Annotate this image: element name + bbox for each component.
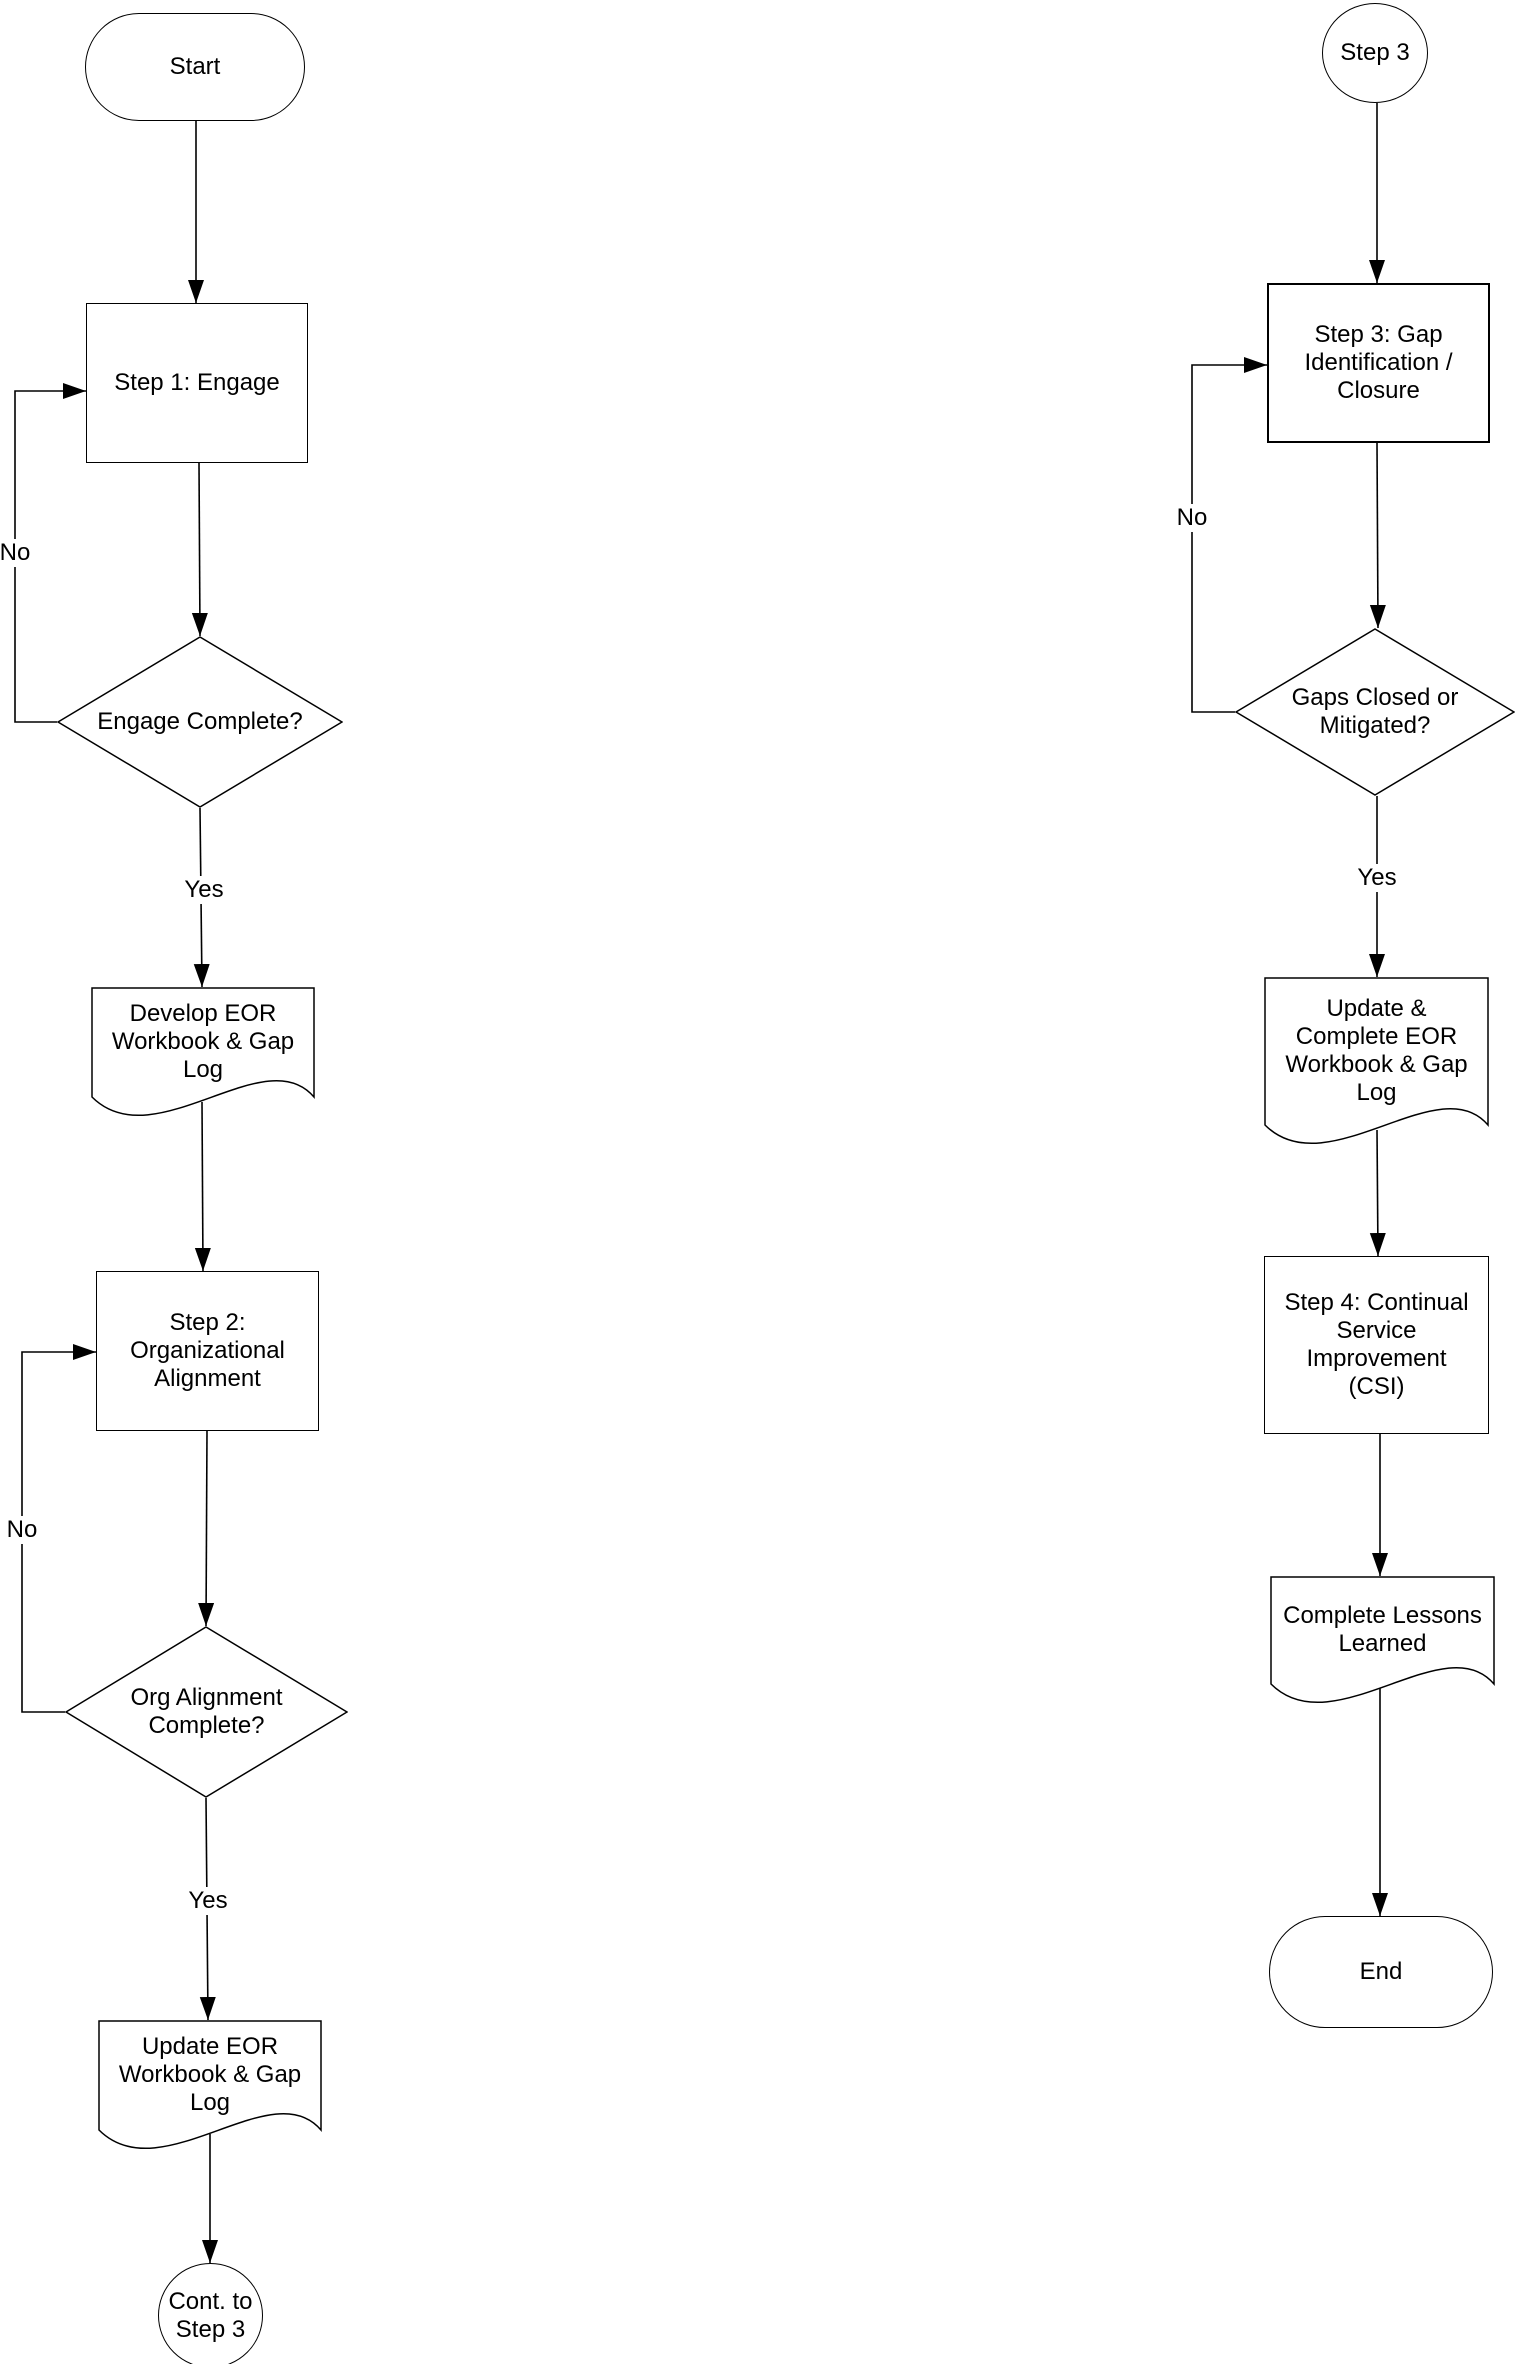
- complete-lessons-label: Complete Lessons Learned: [1283, 1602, 1482, 1657]
- decision-diamond-shape: [57, 636, 343, 808]
- update-eor-label: Update EOR Workbook & Gap Log: [118, 2033, 302, 2116]
- step3-connector-label: Step 3: [1340, 39, 1410, 66]
- engage-complete-decision: Engage Complete?: [57, 636, 343, 808]
- step2-process-box: Step 2: Organizational Alignment: [96, 1271, 319, 1431]
- update-complete-eor-label: Update & Complete EOR Workbook & Gap Log: [1285, 995, 1468, 1106]
- document-shape: [98, 2020, 322, 2150]
- edge-no-loop-gaps: [1191, 357, 1267, 713]
- document-shape: [1270, 1576, 1495, 1704]
- document-shape: [1264, 977, 1489, 1145]
- end-terminator: End: [1269, 1916, 1493, 2028]
- update-eor-workbook-document: Update EOR Workbook & Gap Log: [98, 2020, 322, 2160]
- edge-step2-to-org-decision: [198, 1430, 215, 1627]
- edge-label-no-gaps: No: [1168, 504, 1216, 532]
- step1-process-box: Step 1: Engage: [86, 303, 308, 463]
- develop-eor-label: Develop EOR Workbook & Gap Log: [111, 1000, 295, 1083]
- document-shape: [91, 987, 315, 1117]
- start-label: Start: [169, 53, 221, 80]
- decision-diamond-shape: [1235, 628, 1515, 796]
- edge-label-yes-gaps: Yes: [1345, 864, 1409, 892]
- edge-label-yes-engage: Yes: [172, 876, 236, 904]
- start-terminator: Start: [85, 13, 305, 121]
- edge-step3-to-gaps-decision: [1369, 442, 1386, 629]
- gaps-closed-label: Gaps Closed or Mitigated?: [1291, 684, 1459, 739]
- decision-diamond-shape: [65, 1626, 348, 1798]
- step4-label: Step 4: Continual Service Improvement (C…: [1284, 1289, 1469, 1400]
- edge-label-no-org: No: [0, 1516, 45, 1544]
- cont-to-step3-label: Cont. to Step 3: [168, 2287, 253, 2343]
- step3-label: Step 3: Gap Identification / Closure: [1304, 321, 1453, 404]
- update-complete-eor-document: Update & Complete EOR Workbook & Gap Log: [1264, 977, 1489, 1155]
- step3-process-box: Step 3: Gap Identification / Closure: [1267, 283, 1490, 443]
- gaps-closed-decision: Gaps Closed or Mitigated?: [1235, 628, 1515, 796]
- complete-lessons-learned-document: Complete Lessons Learned: [1270, 1576, 1495, 1714]
- cont-to-step3-connector: Cont. to Step 3: [158, 2263, 263, 2364]
- step1-label: Step 1: Engage: [114, 369, 280, 396]
- step4-process-box: Step 4: Continual Service Improvement (C…: [1264, 1256, 1489, 1434]
- develop-eor-workbook-document: Develop EOR Workbook & Gap Log: [91, 987, 315, 1127]
- edge-update-complete-doc-to-step4: [1369, 1129, 1386, 1257]
- org-alignment-label: Org Alignment Complete?: [130, 1684, 283, 1739]
- edge-step1-to-engage-decision: [191, 462, 208, 637]
- end-label: End: [1359, 1958, 1403, 1985]
- edge-develop-doc-to-step2: [194, 1101, 211, 1272]
- edge-label-no-engage: No: [0, 539, 37, 567]
- step2-label: Step 2: Organizational Alignment: [130, 1309, 285, 1392]
- org-alignment-decision: Org Alignment Complete?: [65, 1626, 348, 1798]
- edge-label-yes-org: Yes: [176, 1887, 240, 1915]
- step3-connector: Step 3: [1322, 3, 1428, 103]
- engage-complete-label: Engage Complete?: [97, 708, 303, 735]
